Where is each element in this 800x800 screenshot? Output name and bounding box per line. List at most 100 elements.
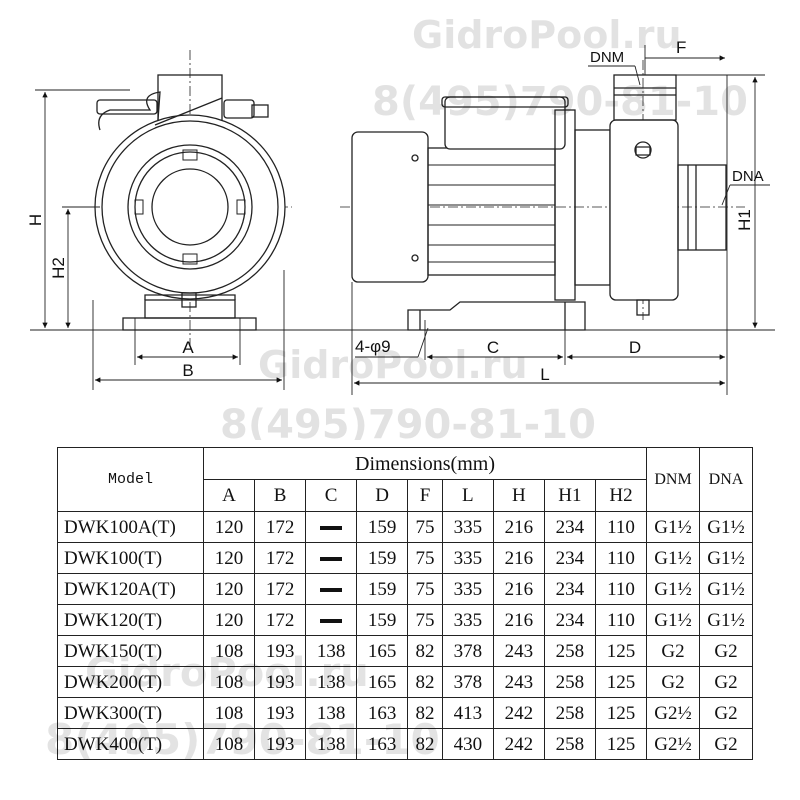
dimension-cell-b: 172 (254, 573, 307, 605)
dimension-cell-b: 172 (254, 511, 307, 543)
watermark-phone: 8(495)790-81-10 (372, 79, 748, 125)
dimensions-header: Dimensions(mm) (203, 447, 647, 480)
dimension-cell-h2: 125 (594, 666, 648, 698)
column-header-d: D (356, 479, 409, 512)
dnm-cell: G1½ (646, 542, 700, 574)
dimension-cell-h1: 234 (543, 511, 596, 543)
dimension-cell-h: 243 (492, 666, 545, 698)
dnm-cell: G2 (646, 666, 700, 698)
dimension-cell-h2: 125 (594, 728, 648, 760)
column-header-h: H (492, 479, 545, 512)
dna-cell: G1½ (699, 511, 753, 543)
dimension-cell-h: 242 (492, 728, 545, 760)
dimension-cell-b: 193 (254, 635, 307, 667)
dnm-cell: G2½ (646, 697, 700, 729)
dimension-cell-c (305, 573, 358, 605)
watermark-phone: 8(495)790-81-10 (220, 402, 596, 440)
column-header-a: A (202, 479, 256, 512)
column-header-l: L (441, 479, 494, 512)
label-d: D (629, 338, 641, 357)
dimension-cell-a: 120 (202, 604, 256, 636)
label-b: B (182, 361, 193, 380)
dimension-cell-d: 159 (356, 511, 409, 543)
model-cell: DWK300(T) (57, 697, 204, 729)
model-cell: DWK400(T) (57, 728, 204, 760)
dimension-cell-a: 108 (202, 697, 256, 729)
label-l: L (540, 365, 549, 384)
dimension-cell-l: 413 (441, 697, 494, 729)
dnm-cell: G1½ (646, 511, 700, 543)
column-header-h1: H1 (543, 479, 596, 512)
dimension-cell-l: 378 (441, 666, 494, 698)
dimension-cell-h: 242 (492, 697, 545, 729)
dimension-cell-a: 108 (202, 728, 256, 760)
column-header-c: C (305, 479, 358, 512)
dimension-cell-h1: 258 (543, 728, 596, 760)
label-c: C (487, 338, 499, 357)
model-cell: DWK120(T) (57, 604, 204, 636)
dimension-cell-l: 430 (441, 728, 494, 760)
dimension-cell-h1: 258 (543, 635, 596, 667)
dimension-cell-h: 216 (492, 604, 545, 636)
label-a: A (182, 338, 194, 357)
column-header-f: F (407, 479, 443, 512)
dimension-cell-f: 82 (407, 666, 443, 698)
dimension-cell-l: 335 (441, 542, 494, 574)
dimension-cell-h2: 125 (594, 697, 648, 729)
dimension-cell-l: 335 (441, 511, 494, 543)
model-cell: DWK120A(T) (57, 573, 204, 605)
model-cell: DWK200(T) (57, 666, 204, 698)
dimension-cell-c: 138 (305, 697, 358, 729)
dimension-cell-a: 108 (202, 666, 256, 698)
column-header-h2: H2 (594, 479, 648, 512)
model-header: Model (57, 447, 204, 512)
watermark-site: GidroPool.ru (258, 343, 528, 387)
dimension-cell-b: 172 (254, 604, 307, 636)
label-h2: H2 (49, 257, 68, 279)
not-applicable-dash (320, 526, 343, 531)
dimension-cell-b: 193 (254, 697, 307, 729)
dimension-cell-h: 216 (492, 573, 545, 605)
dimension-cell-c (305, 511, 358, 543)
label-h: H (26, 214, 45, 226)
dimension-cell-d: 163 (356, 697, 409, 729)
dimension-cell-l: 335 (441, 604, 494, 636)
dna-cell: G2 (699, 697, 753, 729)
dnm-header: DNM (646, 447, 700, 512)
dimension-cell-b: 172 (254, 542, 307, 574)
label-mounting-holes: 4-φ9 (355, 337, 391, 356)
dimension-cell-h1: 234 (543, 542, 596, 574)
dimension-cell-d: 159 (356, 573, 409, 605)
dimension-cell-a: 120 (202, 542, 256, 574)
label-f: F (676, 38, 686, 57)
label-dnm: DNM (590, 49, 624, 66)
dimension-cell-d: 159 (356, 604, 409, 636)
dimension-cell-f: 75 (407, 511, 443, 543)
dna-cell: G1½ (699, 604, 753, 636)
dimension-cell-f: 75 (407, 604, 443, 636)
dimension-cell-c: 138 (305, 635, 358, 667)
dnm-cell: G1½ (646, 573, 700, 605)
dimension-cell-b: 193 (254, 666, 307, 698)
dimension-cell-h1: 258 (543, 666, 596, 698)
dimension-cell-f: 75 (407, 542, 443, 574)
pump-dimension-drawing: H H2 A B DNM F DNA H1 4-φ9 C D L GidroPo… (26, 13, 775, 440)
dimension-cell-d: 165 (356, 666, 409, 698)
dimension-cell-h2: 110 (594, 511, 648, 543)
dimension-cell-d: 163 (356, 728, 409, 760)
dimension-cell-d: 165 (356, 635, 409, 667)
dimension-cell-f: 82 (407, 635, 443, 667)
dna-cell: G2 (699, 666, 753, 698)
dimension-cell-h1: 234 (543, 573, 596, 605)
column-header-b: B (254, 479, 307, 512)
dimension-cell-a: 120 (202, 573, 256, 605)
dimension-cell-l: 378 (441, 635, 494, 667)
dimension-cell-c: 138 (305, 728, 358, 760)
